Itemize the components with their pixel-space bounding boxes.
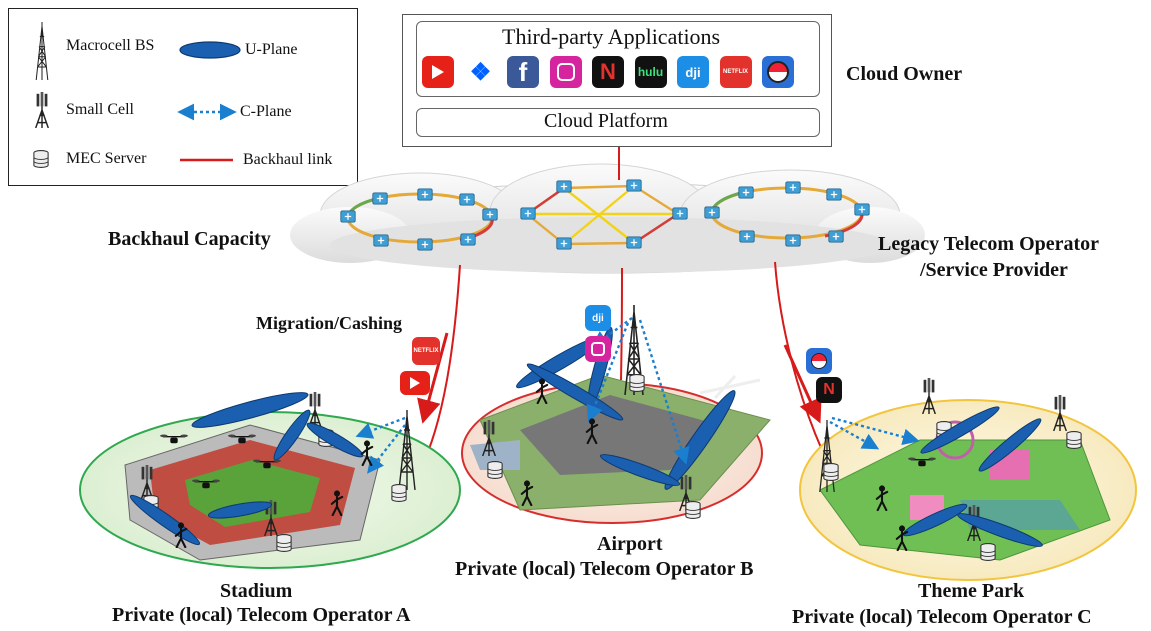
legacy-operator-label-2: /Service Provider: [920, 259, 1068, 281]
youtube-badge-a: [400, 371, 430, 395]
theme-park-label: Theme Park: [918, 580, 1025, 602]
instagram-icon: [549, 56, 582, 88]
legend-label-backhaul: Backhaul link: [243, 151, 333, 168]
migration-arrow-a: [417, 332, 449, 424]
legend-label-mec: MEC Server: [66, 150, 147, 167]
cloud-owner-label: Cloud Owner: [846, 63, 963, 85]
migration-caching-label: Migration/Cashing: [256, 313, 403, 333]
c-plane-links: [355, 317, 920, 474]
network-mesh-center: [520, 179, 688, 250]
mec-server-icon: [33, 149, 49, 169]
netflix-red-icon: NETFLIX: [719, 56, 752, 88]
airport-illustration: [470, 374, 771, 511]
backhaul-link-b: [620, 267, 623, 381]
theme-park-illustration: [819, 420, 1111, 561]
operator-b-label: Private (local) Telecom Operator B: [455, 558, 754, 580]
third-party-apps-box: [416, 21, 820, 97]
netflix-badge-a: NETFLIX: [412, 337, 440, 365]
legacy-operator-label-1: Legacy Telecom Operator: [878, 233, 1100, 255]
u-plane-beams: [129, 326, 1043, 547]
backhaul-capacity-label: Backhaul Capacity: [108, 228, 271, 250]
stadium-label: Stadium: [220, 580, 293, 602]
hulu-icon: hulu: [634, 56, 667, 88]
netflix-icon: N: [592, 56, 624, 88]
cloud-platform-box: [416, 108, 820, 137]
legend-label-uplane: U-Plane: [245, 41, 298, 58]
backhaul-link-a: [419, 264, 461, 471]
youtube-icon: [422, 56, 454, 88]
small-cell-icon: [34, 92, 50, 128]
stadium-illustration: [124, 424, 381, 561]
instagram-badge-b: [585, 336, 611, 362]
legend-label-cplane: C-Plane: [240, 103, 292, 120]
pokeball-icon: [762, 56, 794, 88]
airport-label: Airport: [597, 533, 663, 555]
dji-badge-b: dji: [585, 305, 611, 331]
netflix-badge-c: N: [816, 377, 842, 403]
network-ring-right: [704, 181, 870, 247]
dropbox-icon: ❖: [464, 56, 497, 88]
third-party-apps-title: Third-party Applications: [502, 24, 721, 49]
legend-label-macrocell: Macrocell BS: [66, 37, 155, 54]
legend-label-smallcell: Small Cell: [66, 101, 134, 118]
pokeball-badge-c: [806, 348, 832, 374]
macrocell-bs-icon: [35, 22, 49, 80]
facebook-icon: f: [507, 56, 539, 88]
network-ring-left: [340, 188, 498, 251]
legend: [8, 8, 358, 186]
backhaul-cloud: [290, 163, 925, 274]
cloud-platform-label: Cloud Platform: [544, 110, 668, 132]
operator-c-label: Private (local) Telecom Operator C: [792, 606, 1092, 628]
operator-a-label: Private (local) Telecom Operator A: [112, 604, 411, 626]
migration-arrow-c: [783, 344, 822, 424]
u-plane-icon: [179, 41, 241, 59]
dji-icon: dji: [677, 56, 709, 88]
